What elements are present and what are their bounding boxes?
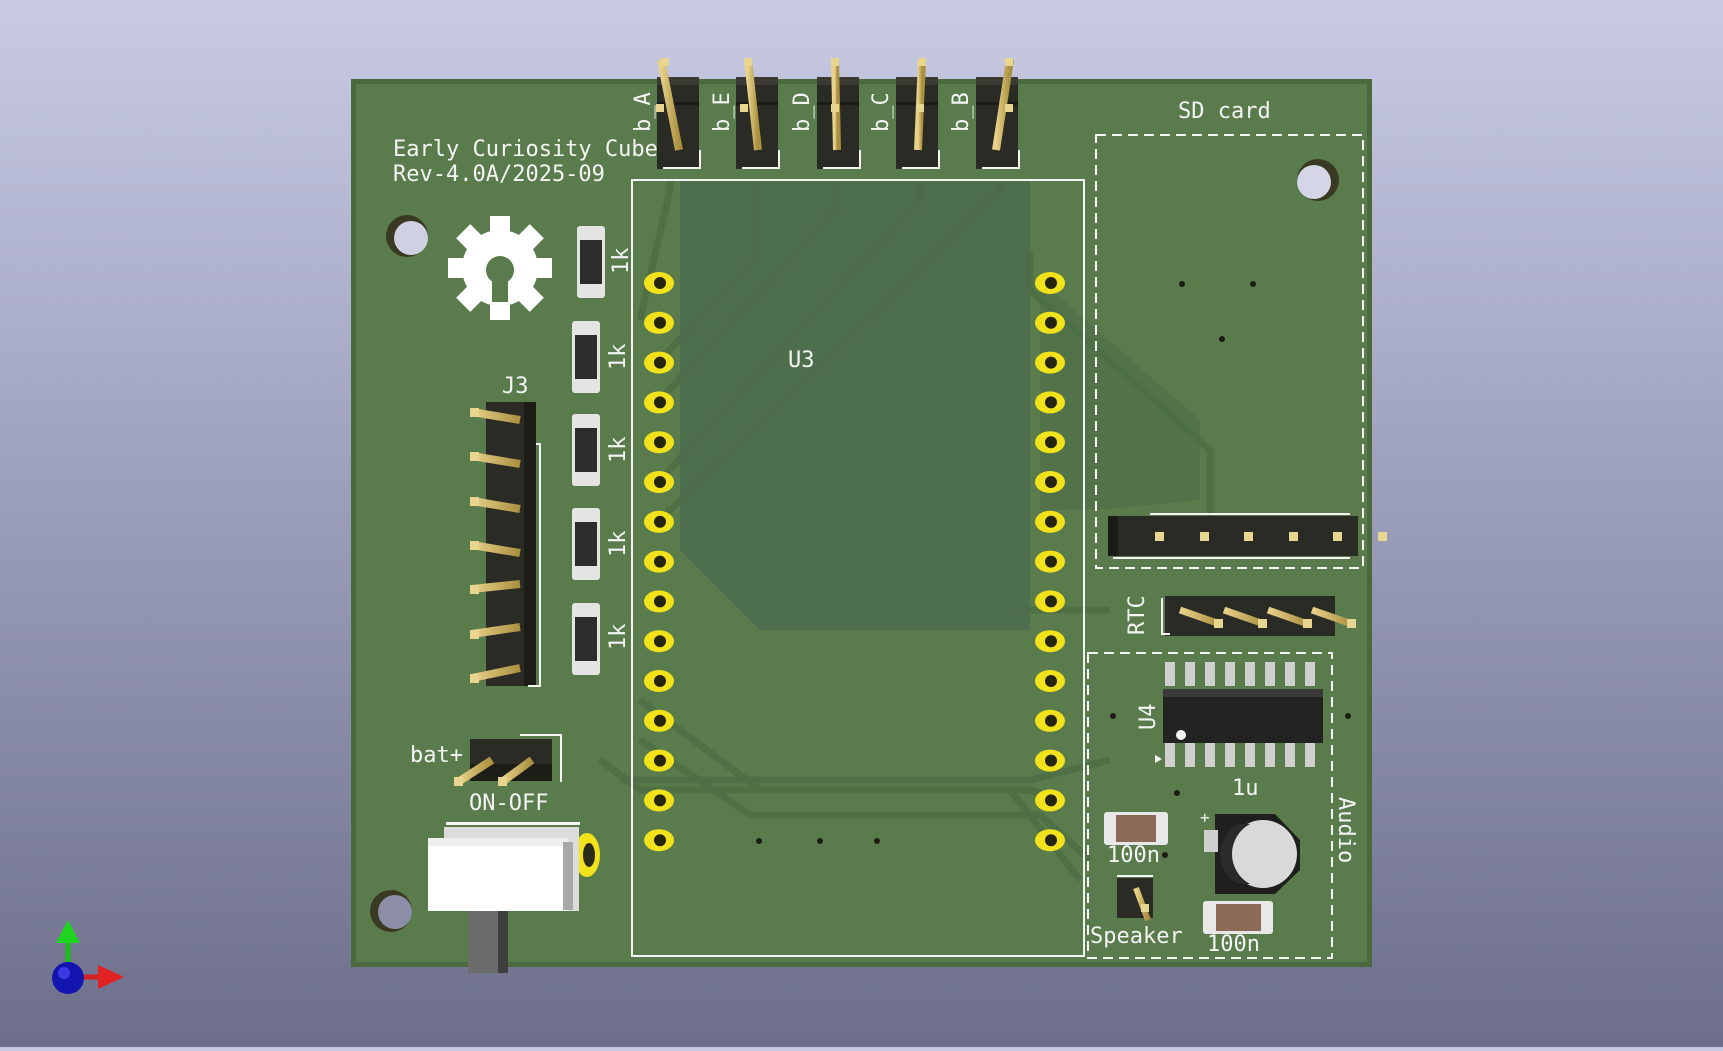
sd-card-outline	[1095, 134, 1364, 569]
resistor-label-2: 1k	[606, 344, 631, 371]
header-label-b-a: b_A	[631, 92, 656, 132]
cap-1u-label: 1u	[1232, 776, 1259, 801]
sd-card-header	[1108, 513, 1387, 559]
j3-label: J3	[502, 374, 529, 399]
u4-label: U4	[1136, 704, 1161, 731]
j3-header	[470, 402, 541, 687]
u4-pin	[1245, 743, 1255, 767]
gear-logo-icon	[448, 216, 552, 320]
audio-outline	[1087, 652, 1333, 959]
u3-pad-hole	[654, 436, 666, 449]
u4-pin	[1185, 743, 1195, 767]
resistor-label-3: 1k	[606, 437, 631, 464]
resistor-label-1: 1k	[609, 248, 634, 275]
u3-pad-hole	[654, 476, 666, 488]
u3-pad-hole	[654, 515, 666, 528]
top-headers	[656, 58, 1020, 169]
speaker-connector	[1117, 875, 1153, 922]
u3-pad-hole	[654, 396, 666, 409]
u3-pad-hole	[1045, 476, 1057, 488]
u3-label: U3	[788, 348, 815, 373]
u3-pad-hole	[654, 714, 666, 727]
rtc-header	[1161, 596, 1356, 636]
u3-pad-hole	[1045, 834, 1057, 847]
cap-100n-b	[1203, 901, 1273, 934]
board-title-line1: Early Curiosity Cube	[393, 137, 658, 162]
u4-pin	[1285, 743, 1295, 767]
u4-pin	[1165, 662, 1175, 686]
speaker-label: Speaker	[1090, 924, 1183, 949]
u4-pin	[1305, 743, 1315, 767]
u3-pad-hole	[654, 595, 666, 608]
u4-pin	[1245, 662, 1255, 686]
u4-pin	[1205, 662, 1215, 686]
u4-pin	[1285, 662, 1295, 686]
u3-pad-hole	[1045, 714, 1057, 727]
mounting-holes	[370, 159, 1339, 932]
cap-100n-a	[1104, 812, 1168, 845]
u3-pad-hole	[1045, 436, 1057, 449]
u4-ic	[1155, 662, 1323, 767]
u3-pad-hole	[1045, 635, 1057, 648]
u3-pad-hole	[654, 675, 666, 687]
electrolytic-cap: +	[1200, 808, 1300, 894]
axis-triad-icon	[52, 920, 124, 994]
bat-label: bat+	[410, 743, 463, 768]
module-copper-pour	[680, 180, 1030, 630]
svg-text:+: +	[1200, 808, 1210, 827]
header-label-b-d: b_D	[790, 92, 815, 132]
u3-pad-hole	[1045, 316, 1057, 329]
u3-pad-hole	[654, 555, 666, 568]
u4-pin	[1225, 743, 1235, 767]
resistor-label-5: 1k	[606, 624, 631, 651]
u3-pad-hole	[654, 277, 666, 289]
u3-pad-hole	[654, 356, 666, 369]
header-label-b-b: b_B	[949, 92, 974, 132]
u3-pad-hole	[1045, 754, 1057, 767]
u4-pin	[1265, 743, 1275, 767]
rtc-label: RTC	[1125, 595, 1150, 635]
resistor-array	[572, 226, 605, 675]
u3-pad-hole	[1045, 794, 1057, 807]
u3-outline	[631, 179, 1085, 957]
u3-pad-hole	[1045, 675, 1057, 687]
board-title-line2: Rev-4.0A/2025-09	[393, 162, 605, 187]
u3-pad-hole	[1045, 555, 1057, 568]
u3-pad-hole	[654, 635, 666, 648]
u3-pad-hole	[654, 754, 666, 767]
vias	[756, 281, 1351, 858]
u3-pad-hole	[1045, 396, 1057, 409]
sd-copper-pour	[1040, 280, 1200, 510]
u3-pad-hole	[1045, 356, 1057, 369]
u4-pin	[1225, 662, 1235, 686]
cap-100n-a-label: 100n	[1107, 843, 1160, 868]
u3-pad-hole	[654, 794, 666, 807]
slide-switch	[428, 822, 600, 973]
u4-pin	[1185, 662, 1195, 686]
header-label-b-e: b_E	[710, 92, 735, 132]
u3-pad-rows	[644, 272, 1065, 852]
u3-pad-hole	[654, 834, 666, 847]
u4-pin	[1205, 743, 1215, 767]
u3-pad-hole	[1045, 515, 1057, 528]
on-off-jumper	[454, 734, 562, 786]
u4-pin	[1265, 662, 1275, 686]
header-label-b-c: b_C	[869, 92, 894, 132]
audio-label: Audio	[1333, 797, 1358, 863]
sd-card-label: SD card	[1178, 99, 1271, 124]
u4-pin	[1305, 662, 1315, 686]
resistor-label-4: 1k	[606, 531, 631, 558]
cap-100n-b-label: 100n	[1207, 932, 1260, 957]
u3-pad-hole	[1045, 277, 1057, 289]
u3-pad-hole	[654, 316, 666, 329]
u3-pad-hole	[1045, 595, 1057, 608]
u4-pin	[1165, 743, 1175, 767]
on-off-label: ON-OFF	[469, 791, 548, 816]
